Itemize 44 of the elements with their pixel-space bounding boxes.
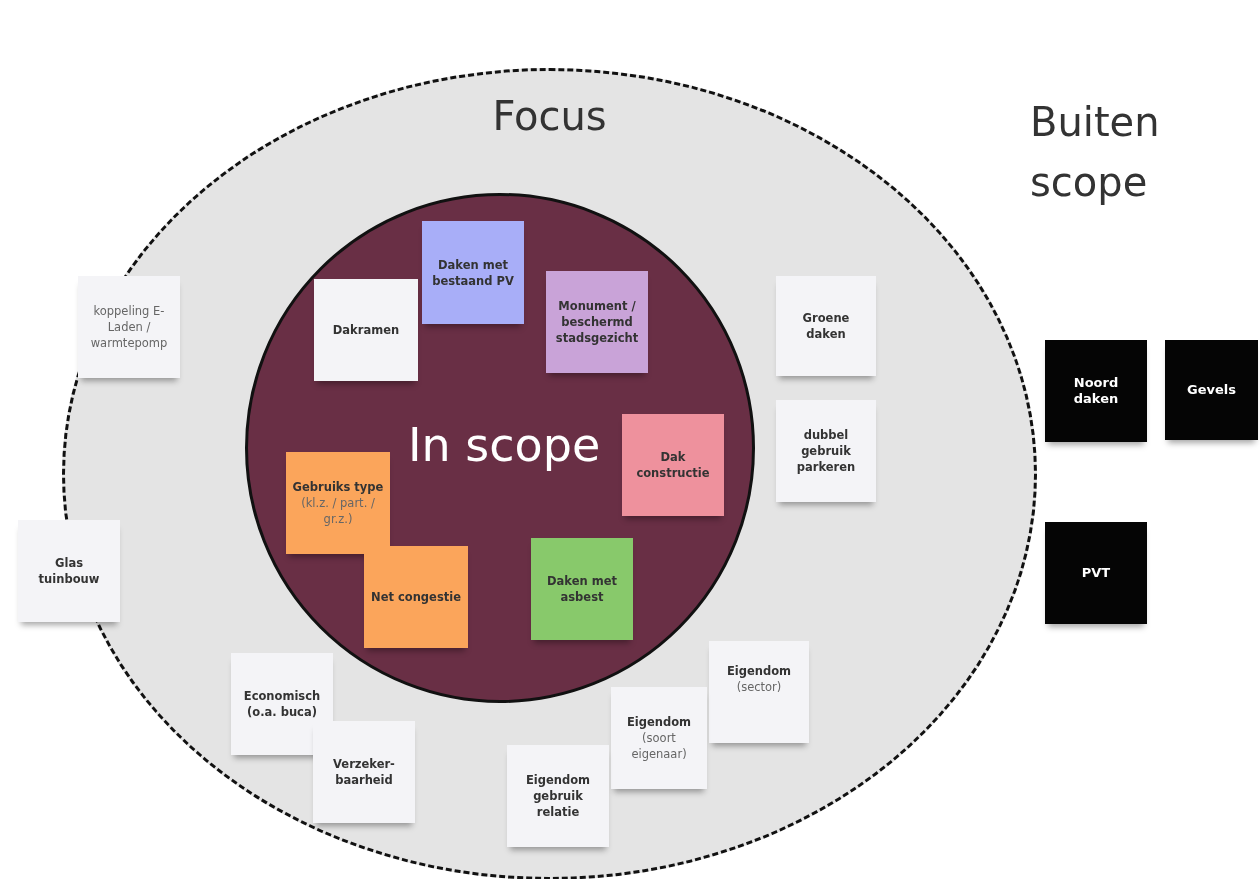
note-text: Eigendom gebruik relatie <box>524 772 592 820</box>
sticky-note <box>422 221 524 324</box>
note-text: Dak constructie <box>635 449 711 481</box>
note-text: koppeling E- Laden / warmtepomp <box>89 303 169 351</box>
sticky-note <box>622 414 724 516</box>
note-text: Dakramen <box>332 322 400 338</box>
note-text: (sector) <box>736 679 782 695</box>
sticky-note <box>507 745 609 847</box>
sticky-note <box>286 452 390 554</box>
sticky-note <box>1045 340 1147 442</box>
note-text: dubbel gebruik parkeren <box>795 427 857 475</box>
note-text: Groene daken <box>801 310 851 342</box>
note-text: (kl.z. / part. / gr.z.) <box>300 495 376 527</box>
sticky-note <box>78 276 180 378</box>
note-text: Net congestie <box>371 589 461 605</box>
sticky-note <box>776 276 876 376</box>
note-text: Gebruiks type <box>292 479 384 495</box>
sticky-note <box>776 400 876 502</box>
note-text: Eigendom <box>726 663 792 679</box>
note-text: (soort eigenaar) <box>630 730 688 762</box>
sticky-note <box>611 687 707 789</box>
sticky-note <box>1045 522 1147 624</box>
circle-heading: In scope <box>408 418 601 472</box>
note-text: Glas tuinbouw <box>37 555 101 587</box>
note-text: Verzeker- baarheid <box>332 756 396 788</box>
sticky-note <box>364 546 468 648</box>
note-text: Eigendom <box>626 714 692 730</box>
circle-heading: Focus <box>492 93 607 139</box>
note-text: PVT <box>1081 565 1111 581</box>
sticky-note <box>313 721 415 823</box>
note-text: Daken met bestaand PV <box>431 256 515 289</box>
sticky-note <box>1165 340 1258 440</box>
note-text: Daken met asbest <box>546 573 618 605</box>
sticky-note <box>314 279 418 381</box>
note-text: Monument / beschermd stadsgezicht <box>554 298 640 346</box>
sticky-note <box>18 520 120 622</box>
note-text: Noord daken <box>1072 375 1120 407</box>
sticky-note <box>546 271 648 373</box>
note-text: Economisch (o.a. buca) <box>242 688 322 720</box>
sticky-note <box>531 538 633 640</box>
note-text: Gevels <box>1187 382 1236 398</box>
section-heading: Buiten scope <box>1030 98 1160 207</box>
sticky-note <box>231 653 333 755</box>
sticky-note <box>709 641 809 743</box>
